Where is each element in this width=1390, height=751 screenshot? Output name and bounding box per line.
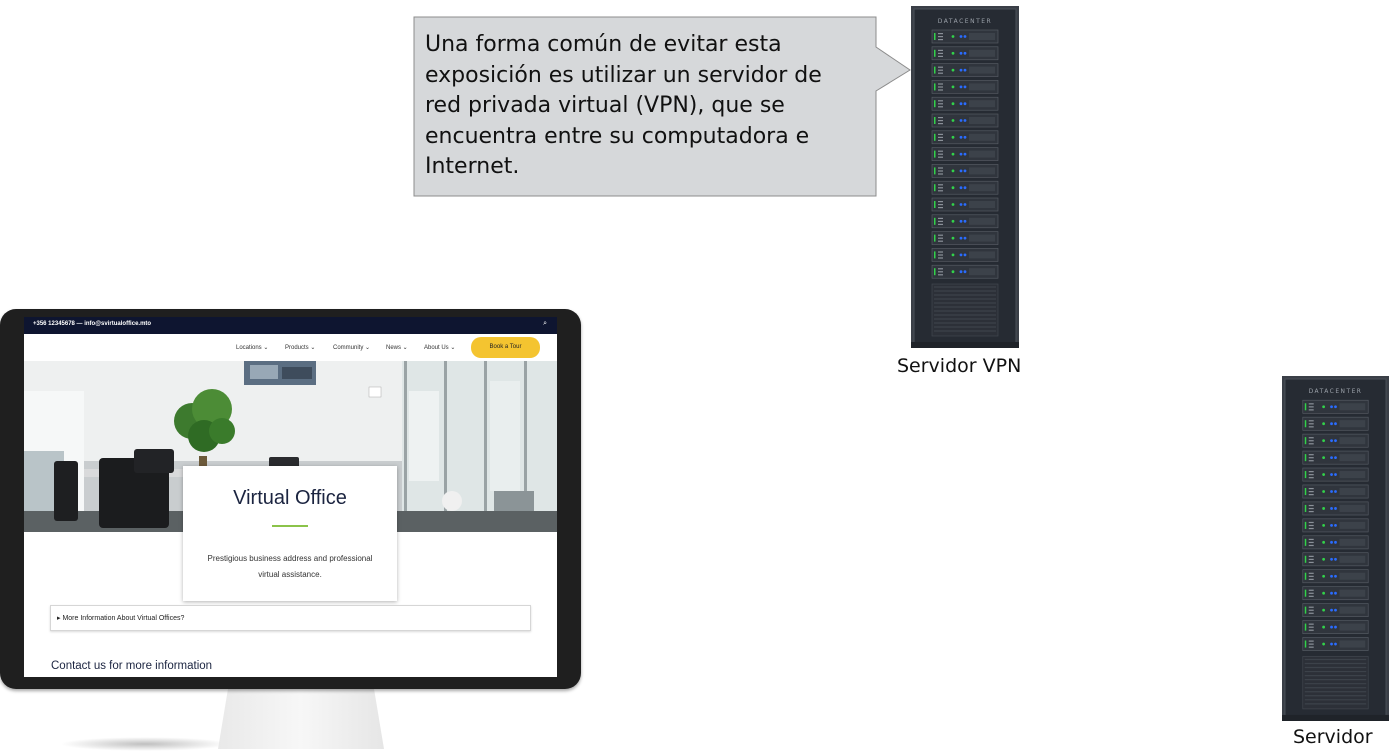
rack-unit <box>1302 416 1369 431</box>
destination-server-label: Servidor <box>1293 726 1373 748</box>
rack-unit <box>931 180 999 195</box>
rack-brand-label: DATACENTER <box>1309 388 1363 395</box>
rack-vent-panel <box>931 283 999 337</box>
rack-unit <box>1302 586 1369 601</box>
rack-unit <box>1302 552 1369 567</box>
rack-unit <box>931 29 999 44</box>
accent-divider <box>272 525 308 527</box>
rack-unit <box>1302 450 1369 465</box>
rack-unit <box>931 46 999 61</box>
vpn-server-label: Servidor VPN <box>897 355 1022 377</box>
callout-line: Internet. <box>425 154 520 179</box>
book-tour-button: Book a Tour <box>471 337 540 358</box>
vpn-server-rack: DATACENTER <box>911 6 1019 348</box>
contact-heading: Contact us for more information <box>51 660 213 672</box>
rack-unit <box>931 214 999 229</box>
rack-unit <box>1302 433 1369 448</box>
rack-unit <box>1302 637 1369 651</box>
rack-unit <box>931 231 999 245</box>
nav-item-community: Community ⌄ <box>333 345 371 351</box>
rack-unit <box>931 130 999 145</box>
callout-line: Una forma común de evitar esta <box>425 32 782 57</box>
hero-subtitle-line: virtual assistance. <box>258 570 322 579</box>
rack-unit <box>1302 501 1369 516</box>
faq-accordion: ▸ More Information About Virtual Offices… <box>50 605 531 631</box>
destination-server-rack: DATACENTER <box>1282 376 1389 721</box>
hero-subtitle-line: Prestigious business address and profess… <box>207 554 373 563</box>
website-topbar: +356 12345678 — info@svirtualoffice.mto … <box>24 317 557 334</box>
rack-unit <box>1302 603 1369 617</box>
search-icon: ⌕ <box>543 320 547 327</box>
callout-line: red privada virtual (VPN), que se <box>425 93 785 118</box>
rack-unit <box>931 147 999 161</box>
accordion-label: ▸ More Information About Virtual Offices… <box>57 615 185 622</box>
hero-subtitle: Prestigious business address and profess… <box>201 551 379 583</box>
callout-text: Una forma común de evitar esta exposició… <box>425 30 865 183</box>
monitor-screen: +356 12345678 — info@svirtualoffice.mto … <box>24 317 557 677</box>
rack-base <box>1282 714 1389 721</box>
monitor-stand <box>218 689 384 749</box>
website-nav: Locations ⌄ Products ⌄ Community ⌄ News … <box>24 334 557 361</box>
rack-unit <box>1302 467 1369 482</box>
rack-unit <box>931 80 999 94</box>
rack-unit <box>1302 620 1369 634</box>
hero-card: Virtual Office Prestigious business addr… <box>183 466 397 601</box>
rack-unit <box>931 197 999 212</box>
rack-unit <box>1302 484 1369 499</box>
vpn-server-icon: DATACENTER <box>911 6 1019 348</box>
rack-unit <box>931 63 999 77</box>
callout-line: exposición es utilizar un servidor de <box>425 62 822 88</box>
rack-base <box>911 342 1019 348</box>
rack-unit <box>1302 569 1369 584</box>
monitor-stand-shadow <box>60 737 230 751</box>
nav-item-about: About Us ⌄ <box>424 345 456 351</box>
hero-title: Virtual Office <box>233 487 347 509</box>
server-icon: DATACENTER <box>1282 376 1389 721</box>
rack-unit <box>931 96 999 111</box>
topbar-contact: +356 12345678 — info@svirtualoffice.mto <box>33 321 152 327</box>
rack-brand-label: DATACENTER <box>938 18 992 25</box>
rack-unit <box>931 264 999 279</box>
rack-unit <box>931 248 999 262</box>
rack-unit <box>931 113 999 128</box>
nav-item-locations: Locations ⌄ <box>236 345 269 351</box>
rack-unit <box>1302 518 1369 533</box>
rack-unit <box>931 164 999 178</box>
rack-vent-panel <box>1302 656 1369 710</box>
nav-item-news: News ⌄ <box>386 345 408 351</box>
callout-line: encuentra entre su computadora e <box>425 123 810 149</box>
nav-item-products: Products ⌄ <box>285 345 316 351</box>
rack-unit <box>1302 535 1369 550</box>
rack-unit <box>1302 399 1369 414</box>
